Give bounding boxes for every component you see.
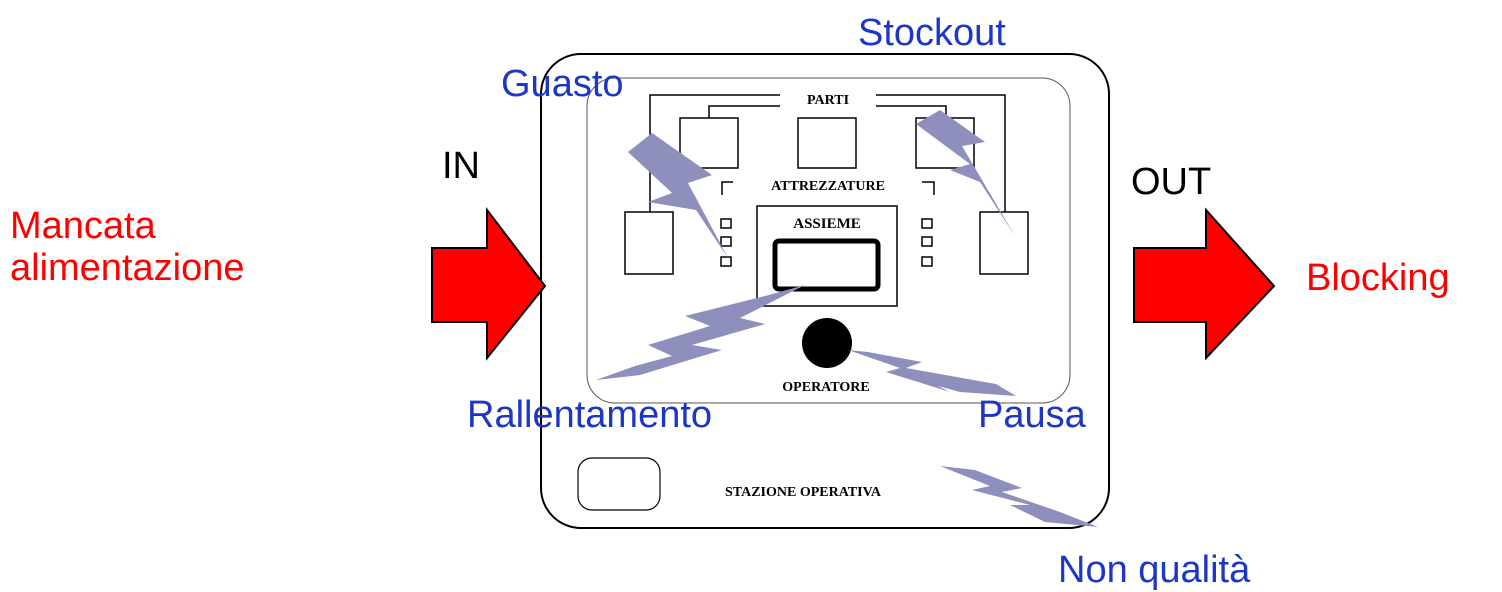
part-bin-left bbox=[624, 211, 674, 275]
missing-supply-label: Mancata alimentazione bbox=[10, 205, 244, 289]
part-bin-2 bbox=[797, 117, 857, 169]
slowdown-label: Rallentamento bbox=[467, 394, 712, 436]
tool-indicators-left bbox=[720, 218, 732, 267]
in-arrow-icon bbox=[431, 207, 547, 361]
operator-label: OPERATORE bbox=[782, 380, 869, 395]
bolt-slowdown-icon bbox=[596, 285, 805, 380]
part-bin-right bbox=[979, 211, 1029, 275]
bolt-pause-icon bbox=[848, 350, 1016, 396]
failure-label: Guasto bbox=[501, 63, 624, 105]
assembly-label: ASSIEME bbox=[793, 216, 861, 232]
bolt-failure-icon bbox=[628, 133, 728, 258]
missing-supply-line-2: alimentazione bbox=[10, 247, 244, 289]
station-label: STAZIONE OPERATIVA bbox=[725, 485, 882, 500]
lightning-bolts bbox=[596, 110, 1098, 527]
operator-icon bbox=[802, 318, 852, 368]
tools-label: ATTREZZATURE bbox=[771, 179, 885, 194]
non-quality-label: Non qualità bbox=[1058, 549, 1251, 591]
in-label: IN bbox=[442, 145, 480, 187]
station-tag bbox=[577, 457, 661, 511]
missing-supply-line-1: Mancata bbox=[10, 205, 157, 247]
out-label: OUT bbox=[1131, 161, 1211, 203]
parts-label: PARTI bbox=[807, 93, 849, 108]
bolt-non-quality-icon bbox=[940, 466, 1098, 527]
station-inner-panel bbox=[586, 77, 1071, 404]
tool-indicators-right bbox=[921, 218, 933, 267]
stockout-label: Stockout bbox=[858, 12, 1006, 54]
pause-label: Pausa bbox=[978, 394, 1087, 436]
bolt-stockout-icon bbox=[916, 110, 1015, 236]
blocking-label: Blocking bbox=[1306, 257, 1450, 299]
assembly-slot bbox=[772, 238, 881, 292]
out-arrow-icon bbox=[1133, 207, 1276, 361]
tools-bracket bbox=[721, 181, 935, 195]
parts-bracket bbox=[649, 94, 1006, 212]
